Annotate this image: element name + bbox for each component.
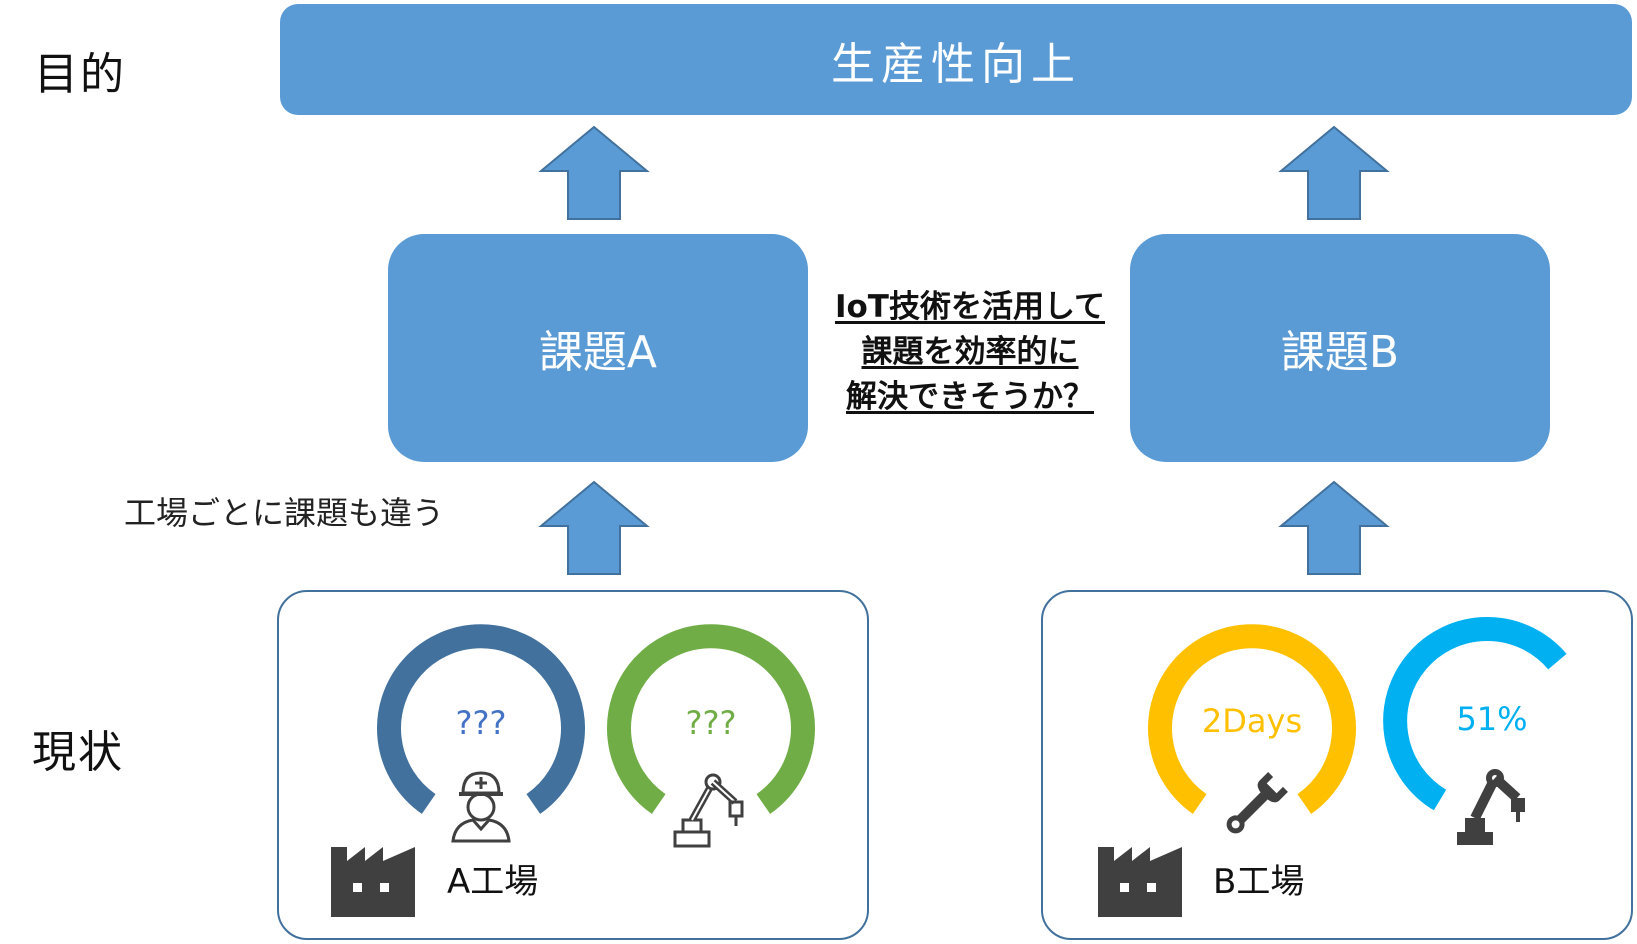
up-arrow-icon xyxy=(538,125,650,220)
gauge-value: 51% xyxy=(1456,700,1528,738)
current-row-label: 現状 xyxy=(32,727,124,778)
robot-arm-filled-icon xyxy=(1457,769,1525,845)
worker-helmet-icon xyxy=(451,771,511,843)
question-line-1: IoT技術を活用して xyxy=(834,289,1106,325)
robot-arm-outline-icon xyxy=(673,773,744,848)
up-arrow-icon xyxy=(1278,125,1390,220)
gauge-ring xyxy=(1383,617,1567,811)
task-b-box: 課題B xyxy=(1130,234,1550,462)
gauge-ring xyxy=(377,624,585,814)
up-arrow-icon xyxy=(538,480,650,575)
goal-row-label: 目的 xyxy=(34,49,126,100)
factory-icon xyxy=(331,847,415,917)
gauge-ring xyxy=(1148,624,1356,814)
goal-box: 生産性向上 xyxy=(280,4,1632,115)
question-line-2: 課題を効率的に xyxy=(861,334,1079,370)
factory-icon xyxy=(1098,847,1182,917)
wrench-icon xyxy=(1226,772,1288,834)
factory-a-panel: ??? ??? A工場 xyxy=(277,590,869,940)
factory-a-name: A工場 xyxy=(447,862,539,902)
central-question: IoT技術を活用して 課題を効率的に 解決できそうか？ xyxy=(812,285,1128,420)
note-text: 工場ごとに課題も違う xyxy=(124,494,445,532)
question-line-3: 解決できそうか？ xyxy=(846,379,1094,415)
gauge-value: ??? xyxy=(685,704,737,742)
factory-b-panel: 2Days 51% B工場 xyxy=(1041,590,1633,940)
gauge-value: 2Days xyxy=(1201,702,1303,740)
factory-b-name: B工場 xyxy=(1213,862,1305,902)
gauge-ring xyxy=(607,624,815,814)
task-a-box: 課題A xyxy=(388,234,808,462)
up-arrow-icon xyxy=(1278,480,1390,575)
gauge-value: ??? xyxy=(455,704,507,742)
